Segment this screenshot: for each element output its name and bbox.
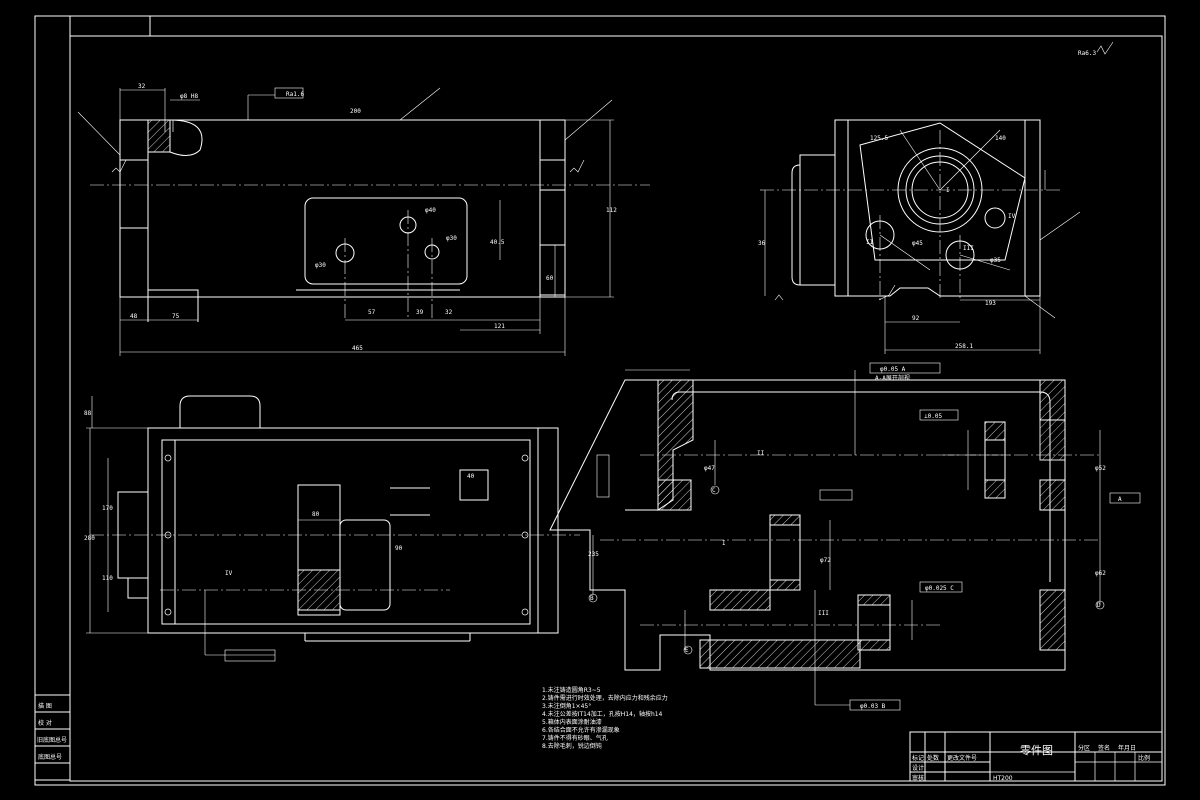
requirement-1: 1.未注铸造圆角R3~5 xyxy=(542,686,601,694)
svg-text:280: 280 xyxy=(84,535,95,542)
svg-text:φ40: φ40 xyxy=(425,207,436,214)
svg-text:I: I xyxy=(722,540,726,547)
svg-text:258.1: 258.1 xyxy=(955,343,973,350)
title-block: 零件图 标记 处数 更改文件号 设计 审核 分区 签名 年月日 比例 HT200 xyxy=(909,731,1163,782)
left-title-strip: 描 图 校 对 旧底图总号 底图总号 xyxy=(34,694,71,781)
svg-text:32: 32 xyxy=(138,83,146,90)
svg-text:D: D xyxy=(1097,602,1101,609)
svg-text:设计: 设计 xyxy=(912,764,924,772)
svg-text:57: 57 xyxy=(368,309,376,316)
svg-text:121: 121 xyxy=(494,323,505,330)
svg-text:审核: 审核 xyxy=(912,774,924,782)
section-view: φ0.05 A φ0.03 B φ0.025 C I II III ⊥0.05 … xyxy=(549,362,1141,711)
svg-text:校 对: 校 对 xyxy=(38,719,52,727)
svg-text:φ0.05 A: φ0.05 A xyxy=(880,366,906,373)
svg-text:A-A展开剖视: A-A展开剖视 xyxy=(875,374,910,382)
svg-text:III: III xyxy=(818,610,829,617)
svg-text:110: 110 xyxy=(102,575,113,582)
svg-text:B: B xyxy=(590,595,594,602)
svg-text:更改文件号: 更改文件号 xyxy=(947,754,977,762)
requirement-6: 6.各结合面不允许有渗漏现象 xyxy=(542,726,620,734)
svg-text:φ8 H8: φ8 H8 xyxy=(180,93,198,100)
svg-text:φ30: φ30 xyxy=(446,235,457,242)
general-roughness-note: Ra6.3 xyxy=(1078,41,1114,57)
svg-text:处数: 处数 xyxy=(927,754,939,762)
svg-text:φ47: φ47 xyxy=(704,465,715,472)
svg-text:年月日: 年月日 xyxy=(1118,744,1136,752)
svg-text:φ0.03 B: φ0.03 B xyxy=(860,703,886,710)
drawing-title: 零件图 xyxy=(1020,744,1053,757)
svg-text:60: 60 xyxy=(546,275,554,282)
svg-text:底图总号: 底图总号 xyxy=(38,753,62,761)
svg-text:III: III xyxy=(963,245,974,252)
svg-text:48: 48 xyxy=(130,313,138,320)
requirement-2: 2.铸件需进行时效处理，去除内应力和残余应力 xyxy=(542,694,668,702)
svg-text:E: E xyxy=(685,647,689,654)
requirement-4: 4.未注公差按IT14加工，孔按H14，轴按h14 xyxy=(542,710,663,718)
requirement-3: 3.未注倒角1×45° xyxy=(542,702,591,710)
svg-text:Ra6.3: Ra6.3 xyxy=(1078,50,1096,57)
svg-text:φ72: φ72 xyxy=(820,557,831,564)
svg-text:标记: 标记 xyxy=(912,754,924,762)
svg-text:φ0.025 C: φ0.025 C xyxy=(925,585,954,592)
svg-text:88: 88 xyxy=(84,410,92,417)
svg-text:A: A xyxy=(1118,496,1122,503)
svg-text:φ45: φ45 xyxy=(912,240,923,247)
svg-text:C: C xyxy=(712,487,716,494)
svg-text:75: 75 xyxy=(172,313,180,320)
svg-text:193: 193 xyxy=(985,300,996,307)
svg-text:465: 465 xyxy=(352,345,363,352)
svg-text:32: 32 xyxy=(445,309,453,316)
svg-text:⊥0.05: ⊥0.05 xyxy=(924,413,942,420)
svg-text:80: 80 xyxy=(312,511,320,518)
svg-text:92: 92 xyxy=(912,315,920,322)
svg-text:39: 39 xyxy=(416,309,424,316)
svg-text:IV: IV xyxy=(1008,213,1016,220)
svg-text:φ30: φ30 xyxy=(315,262,326,269)
svg-text:112: 112 xyxy=(606,207,617,214)
svg-text:分区: 分区 xyxy=(1078,744,1090,752)
svg-text:40.5: 40.5 xyxy=(490,239,505,246)
svg-text:170: 170 xyxy=(102,505,113,512)
inner-border xyxy=(69,35,1163,782)
requirement-5: 5.箱体内表面涂耐油漆 xyxy=(542,718,602,726)
svg-text:比例: 比例 xyxy=(1138,754,1150,762)
requirement-8: 8.去除毛刺，锐边倒钝 xyxy=(542,742,602,750)
outer-border xyxy=(34,15,1166,786)
svg-text:签名: 签名 xyxy=(1098,744,1110,752)
svg-text:II: II xyxy=(866,239,874,246)
svg-text:Ra1.6: Ra1.6 xyxy=(286,91,304,98)
svg-text:φ62: φ62 xyxy=(1095,570,1106,577)
svg-text:200: 200 xyxy=(350,108,361,115)
technical-requirements: 1.未注铸造圆角R3~5 2.铸件需进行时效处理，去除内应力和残余应力 3.未注… xyxy=(542,686,668,750)
svg-text:IV: IV xyxy=(225,570,233,577)
top-view: 32 φ8 H8 Ra1.6 48 75 465 φ40 φ30 φ30 40.… xyxy=(77,83,650,356)
svg-text:125.5: 125.5 xyxy=(870,135,888,142)
svg-text:90: 90 xyxy=(395,545,403,552)
svg-text:I: I xyxy=(946,187,950,194)
svg-text:40: 40 xyxy=(467,473,475,480)
svg-text:36: 36 xyxy=(758,240,766,247)
plan-view: 88 280 170 110 80 90 40 235 IV xyxy=(84,395,610,662)
svg-text:φ35: φ35 xyxy=(990,257,1001,264)
side-view: 125.5 140 36 92 193 258.1 φ45 φ35 I II I… xyxy=(758,119,1081,354)
svg-text:φ52: φ52 xyxy=(1095,465,1106,472)
svg-text:描 图: 描 图 xyxy=(38,702,52,710)
svg-text:II: II xyxy=(757,450,765,457)
corner-code-box xyxy=(69,15,151,37)
svg-text:235: 235 xyxy=(588,551,599,558)
svg-text:140: 140 xyxy=(995,135,1006,142)
requirement-7: 7.铸件不得有砂眼、气孔 xyxy=(542,734,608,742)
svg-text:HT200: HT200 xyxy=(993,775,1013,782)
svg-text:旧底图总号: 旧底图总号 xyxy=(37,736,67,744)
